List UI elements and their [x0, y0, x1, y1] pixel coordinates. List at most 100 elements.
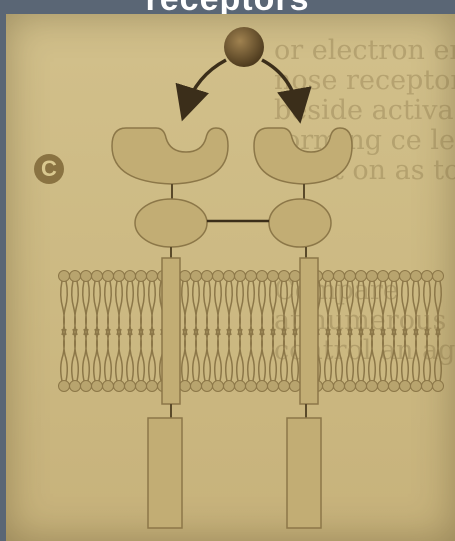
lipid-tail: [413, 329, 420, 381]
lipid-tail: [413, 281, 420, 335]
lipid-head: [323, 271, 334, 282]
lipid-tail: [281, 329, 288, 381]
lipid-head: [345, 271, 356, 282]
lipid-tail: [435, 281, 442, 335]
panel-label: C: [34, 154, 64, 184]
lipid-head: [389, 381, 400, 392]
lipid-tail: [204, 329, 211, 381]
lipid-tail: [116, 329, 123, 381]
lipid-head: [279, 271, 290, 282]
lipid-tail: [237, 281, 244, 335]
left-middle-domain: [135, 199, 207, 247]
lipid-tail: [61, 329, 68, 381]
lipid-head: [257, 271, 268, 282]
lipid-head: [356, 271, 367, 282]
lipid-tail: [215, 329, 222, 381]
lipid-tail: [259, 329, 266, 381]
lipid-tail: [402, 281, 409, 335]
lipid-head: [367, 381, 378, 392]
lipid-tail: [259, 281, 266, 335]
lipid-tail: [248, 329, 255, 381]
lipid-tail: [336, 281, 343, 335]
lipid-tail: [149, 281, 156, 335]
lipid-head: [59, 381, 70, 392]
lipid-tail: [402, 329, 409, 381]
lipid-head: [422, 271, 433, 282]
lipid-head: [356, 381, 367, 392]
lipid-head: [92, 381, 103, 392]
lipid-head: [180, 381, 191, 392]
lipid-tail: [105, 329, 112, 381]
textbook-photo: or electron emitance nose receptors that…: [6, 14, 455, 541]
lipid-tail: [292, 329, 299, 381]
lipid-head: [114, 381, 125, 392]
lipid-head: [125, 271, 136, 282]
lipid-head: [114, 271, 125, 282]
lipid-tail: [292, 281, 299, 335]
lipid-head: [257, 381, 268, 392]
lipid-tail: [215, 281, 222, 335]
lipid-head: [125, 381, 136, 392]
lipid-head: [235, 271, 246, 282]
lipid-tail: [127, 281, 134, 335]
lipid-head: [422, 381, 433, 392]
lipid-head: [136, 381, 147, 392]
lipid-head: [235, 381, 246, 392]
lipid-tail: [380, 281, 387, 335]
lipid-head: [400, 271, 411, 282]
lipid-tail: [237, 329, 244, 381]
lipid-head: [191, 381, 202, 392]
lipid-tail: [94, 329, 101, 381]
lipid-head: [268, 381, 279, 392]
lipid-tail: [336, 329, 343, 381]
right-binding-site: [254, 128, 352, 184]
left-binding-site: [112, 128, 228, 184]
lipid-head: [378, 271, 389, 282]
lipid-tail: [369, 281, 376, 335]
lipid-tail: [138, 281, 145, 335]
lipid-head: [213, 271, 224, 282]
lipid-tail: [72, 281, 79, 335]
lipid-head: [224, 271, 235, 282]
lipid-head: [224, 381, 235, 392]
lipid-tail: [358, 281, 365, 335]
lipid-head: [268, 271, 279, 282]
lipid-head: [59, 271, 70, 282]
lipid-tail: [105, 281, 112, 335]
lipid-tail: [248, 281, 255, 335]
lipid-tail: [369, 329, 376, 381]
lipid-tail: [149, 329, 156, 381]
lipid-head: [180, 271, 191, 282]
lipid-tail: [204, 281, 211, 335]
lipid-tail: [380, 329, 387, 381]
lipid-head: [345, 381, 356, 392]
right-intracellular-domain: [287, 418, 321, 528]
lipid-head: [147, 381, 158, 392]
lipid-tail: [116, 281, 123, 335]
lipid-head: [334, 381, 345, 392]
lipid-tail: [347, 329, 354, 381]
lipid-head: [389, 271, 400, 282]
lipid-tail: [94, 281, 101, 335]
left-transmembrane-segment: [162, 258, 180, 404]
right-receptor: [254, 128, 352, 528]
lipid-tail: [138, 329, 145, 381]
lipid-tail: [83, 329, 90, 381]
lipid-tail: [391, 329, 398, 381]
lipid-head: [334, 271, 345, 282]
lipid-head: [378, 381, 389, 392]
lipid-tail: [226, 329, 233, 381]
lipid-head: [103, 271, 114, 282]
lipid-tail: [325, 329, 332, 381]
lipid-tail: [358, 329, 365, 381]
lipid-head: [70, 381, 81, 392]
right-transmembrane-segment: [300, 258, 318, 404]
lipid-head: [279, 381, 290, 392]
lipid-head: [290, 381, 301, 392]
lipid-tail: [193, 329, 200, 381]
left-intracellular-domain: [148, 418, 182, 528]
lipid-tail: [61, 281, 68, 335]
lipid-tail: [281, 281, 288, 335]
lipid-head: [433, 271, 444, 282]
lipid-head: [411, 271, 422, 282]
